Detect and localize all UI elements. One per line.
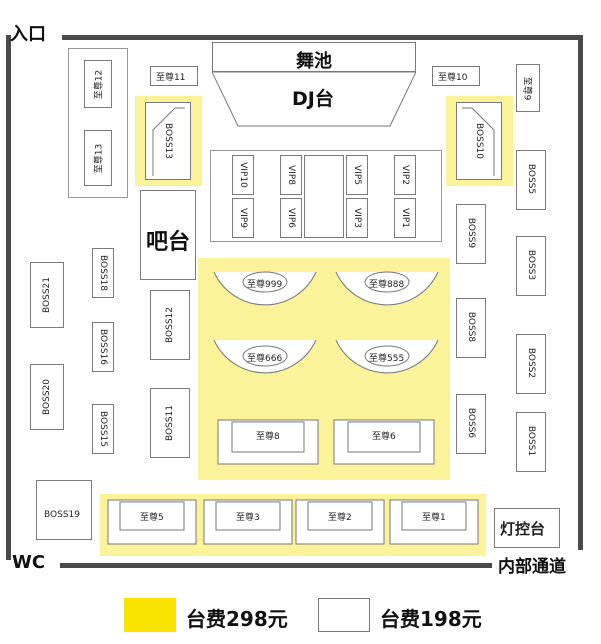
- vip5-label: VIP5: [352, 165, 362, 185]
- boss8[interactable]: [456, 298, 486, 358]
- vip-divider: [304, 155, 344, 238]
- boss16[interactable]: [92, 322, 114, 372]
- vip2[interactable]: [394, 155, 416, 195]
- boss3-label: BOSS3: [526, 249, 536, 281]
- booth-z10-label: 至尊10: [438, 73, 468, 83]
- boss13-sofa: [152, 107, 185, 176]
- legend-premium-label: 台费298元: [186, 607, 288, 631]
- entrance-label: 入口: [10, 24, 46, 45]
- legend-premium-swatch: [124, 598, 176, 632]
- light-control[interactable]: [494, 508, 560, 548]
- legend-standard-swatch: [318, 598, 370, 632]
- boss5[interactable]: [516, 150, 546, 210]
- booth-z12[interactable]: [84, 60, 112, 108]
- vip10[interactable]: [232, 155, 254, 195]
- boss5-label: BOSS5: [526, 163, 536, 195]
- bar-counter[interactable]: [140, 190, 196, 280]
- vip1-label: VIP1: [400, 208, 410, 228]
- vip6-label: VIP6: [286, 208, 296, 228]
- boss10-sofa: [462, 107, 495, 176]
- vip8-label: VIP8: [286, 165, 296, 185]
- booth-z11-label: 至尊11: [156, 73, 186, 83]
- booth-z9-label: 至尊9: [521, 76, 532, 101]
- boss1[interactable]: [516, 412, 546, 472]
- booth-z666-label: 至尊666: [247, 354, 283, 364]
- vip1[interactable]: [394, 198, 416, 238]
- boss19-label: BOSS19: [44, 510, 80, 520]
- boss15[interactable]: [92, 404, 114, 454]
- wall-left: [6, 35, 11, 560]
- boss6-label: BOSS6: [466, 407, 476, 439]
- vip9[interactable]: [232, 198, 254, 238]
- boss19[interactable]: [36, 480, 92, 540]
- booth-z888-label: 至尊888: [369, 280, 405, 290]
- light-control-label: 灯控台: [500, 520, 546, 538]
- booth-z1-label: 至尊1: [422, 513, 446, 523]
- booth-z5-label: 至尊5: [140, 513, 164, 523]
- boss1-label: BOSS1: [526, 425, 536, 457]
- boss20-label: BOSS20: [42, 379, 52, 415]
- left-strip-top: [68, 48, 128, 198]
- booth-z9[interactable]: [516, 64, 540, 112]
- booth-z3-label: 至尊3: [236, 513, 260, 523]
- vip9-label: VIP9: [238, 208, 248, 228]
- boss13-label: BOSS13: [163, 123, 173, 159]
- wall-top: [62, 35, 582, 40]
- booth-z6-label: 至尊6: [372, 432, 396, 442]
- dj-stage[interactable]: [212, 72, 416, 128]
- legend-standard-label: 台费198元: [380, 607, 482, 631]
- booth-z10[interactable]: [432, 66, 480, 86]
- vip10-label: VIP10: [238, 162, 248, 188]
- vip3-label: VIP3: [352, 208, 362, 228]
- booth-z11[interactable]: [150, 66, 198, 86]
- boss8-label: BOSS8: [466, 311, 476, 343]
- boss12-label: BOSS12: [165, 307, 175, 343]
- wc-label: WC: [12, 552, 46, 573]
- boss20[interactable]: [30, 364, 64, 430]
- vip6[interactable]: [280, 198, 302, 238]
- dance-floor-label: 舞池: [296, 51, 332, 72]
- boss6[interactable]: [456, 394, 486, 454]
- boss11-label: BOSS11: [165, 405, 175, 441]
- booth-z13[interactable]: [84, 130, 112, 186]
- booth-z999-label: 至尊999: [247, 280, 283, 290]
- bottom-seats: [107, 499, 479, 545]
- vip5[interactable]: [346, 155, 368, 195]
- dj-label: DJ台: [292, 88, 334, 110]
- boss2[interactable]: [516, 334, 546, 394]
- boss12[interactable]: [150, 290, 190, 360]
- boss9-label: BOSS9: [466, 217, 476, 249]
- booth-z8-label: 至尊8: [256, 432, 280, 442]
- booth-z555-label: 至尊555: [369, 354, 405, 364]
- wall-right: [578, 35, 583, 550]
- boss21-label: BOSS21: [42, 277, 52, 313]
- boss10-label: BOSS10: [474, 123, 484, 159]
- boss21[interactable]: [30, 262, 64, 328]
- vip3[interactable]: [346, 198, 368, 238]
- center-seats: [213, 271, 439, 465]
- boss9[interactable]: [456, 204, 486, 264]
- passage-label: 内部通道: [498, 557, 566, 577]
- boss18-label: BOSS18: [98, 255, 108, 291]
- bar-label: 吧台: [145, 230, 190, 255]
- boss2-label: BOSS2: [526, 347, 536, 379]
- vip2-label: VIP2: [400, 165, 410, 185]
- boss18[interactable]: [92, 248, 114, 298]
- wall-bottom: [60, 563, 492, 568]
- booth-z2-label: 至尊2: [328, 513, 352, 523]
- boss3[interactable]: [516, 236, 546, 296]
- boss16-label: BOSS16: [98, 329, 108, 365]
- vip8[interactable]: [280, 155, 302, 195]
- dance-floor[interactable]: [212, 42, 416, 72]
- boss11[interactable]: [150, 388, 190, 458]
- boss15-label: BOSS15: [98, 411, 108, 447]
